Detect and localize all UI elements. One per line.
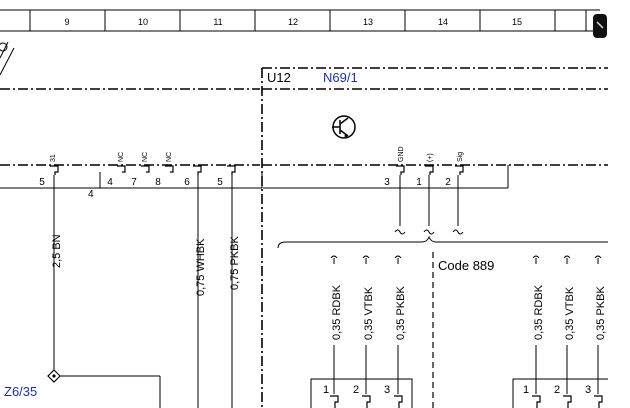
wire-label: 2,5 BN <box>51 234 63 268</box>
connector-left-id: 4 <box>88 189 94 200</box>
wire-label: 0,35 VTBK <box>564 286 576 340</box>
wire-label: 0,35 RDBK <box>331 284 343 340</box>
pin-num: 8 <box>155 177 161 188</box>
ruler-col-9: 9 <box>64 17 69 27</box>
pin-label: NC <box>118 152 125 162</box>
pin-num: 2 <box>554 384 560 396</box>
pin-label: 31 <box>50 154 57 162</box>
module-part: N69/1 <box>323 70 358 85</box>
lower-right-wire-group: 0,35 RDBK 0,35 VTBK 0,35 PKBK 1 2 3 <box>512 255 608 408</box>
sensor-symbol-icon <box>332 115 356 139</box>
pin-num: 3 <box>384 177 390 188</box>
pin-label: GND <box>398 146 405 162</box>
pin-num: 6 <box>184 177 190 188</box>
pin-label: Sig <box>457 152 464 162</box>
pin-num: 1 <box>416 177 422 188</box>
pin-label: NC <box>166 152 173 162</box>
connector-right: 3 GND 1 (+) 2 Sig <box>263 146 509 235</box>
ruler-col-13: 13 <box>363 17 373 27</box>
option-code: Code 889 <box>438 258 494 273</box>
wire-label: 0,35 PKBK <box>595 286 607 340</box>
pin-label: (+) <box>427 153 434 162</box>
pin-num: 2 <box>353 384 359 396</box>
connector-left: 4 5 31 4 NC 7 NC 8 NC 6 5 <box>0 152 263 200</box>
wire-label: 0,75 WHBK <box>195 238 207 296</box>
ruler-col-11: 11 <box>213 17 222 27</box>
pin-num: 1 <box>523 384 529 396</box>
lower-left-wire-group: 0,35 RDBK 0,35 VTBK 0,35 PKBK 1 2 3 <box>310 255 413 408</box>
pin-num: 2 <box>445 177 451 188</box>
module-id: U12 <box>267 70 291 85</box>
wire-label: 0,35 VTBK <box>363 286 375 340</box>
ruler-col-15: 15 <box>512 17 522 27</box>
ruler-col-14: 14 <box>438 17 448 27</box>
pin-num: 3 <box>585 384 591 396</box>
housing-boundaries <box>0 67 608 408</box>
ground-ref: Z6/35 <box>4 384 37 399</box>
ruler-col-12: 12 <box>288 17 298 27</box>
wire-label: 0,35 PKBK <box>395 286 407 340</box>
splice-junction-icon <box>47 369 61 383</box>
pin-label: NC <box>142 152 149 162</box>
pin-num: 5 <box>39 177 45 188</box>
pin-num: 3 <box>384 384 390 396</box>
pin-num: 1 <box>323 384 329 396</box>
column-ruler: 9 10 11 12 13 14 15 <box>0 9 600 32</box>
scroll-thumb-icon <box>596 21 604 29</box>
pin-num: 5 <box>217 177 223 188</box>
wire-label: 0,35 RDBK <box>533 284 545 340</box>
pin-num: 7 <box>131 177 137 188</box>
ruler-col-10: 10 <box>138 17 148 27</box>
pin-num: 4 <box>107 177 113 188</box>
wire-label: 0,75 PKBK <box>229 236 241 290</box>
